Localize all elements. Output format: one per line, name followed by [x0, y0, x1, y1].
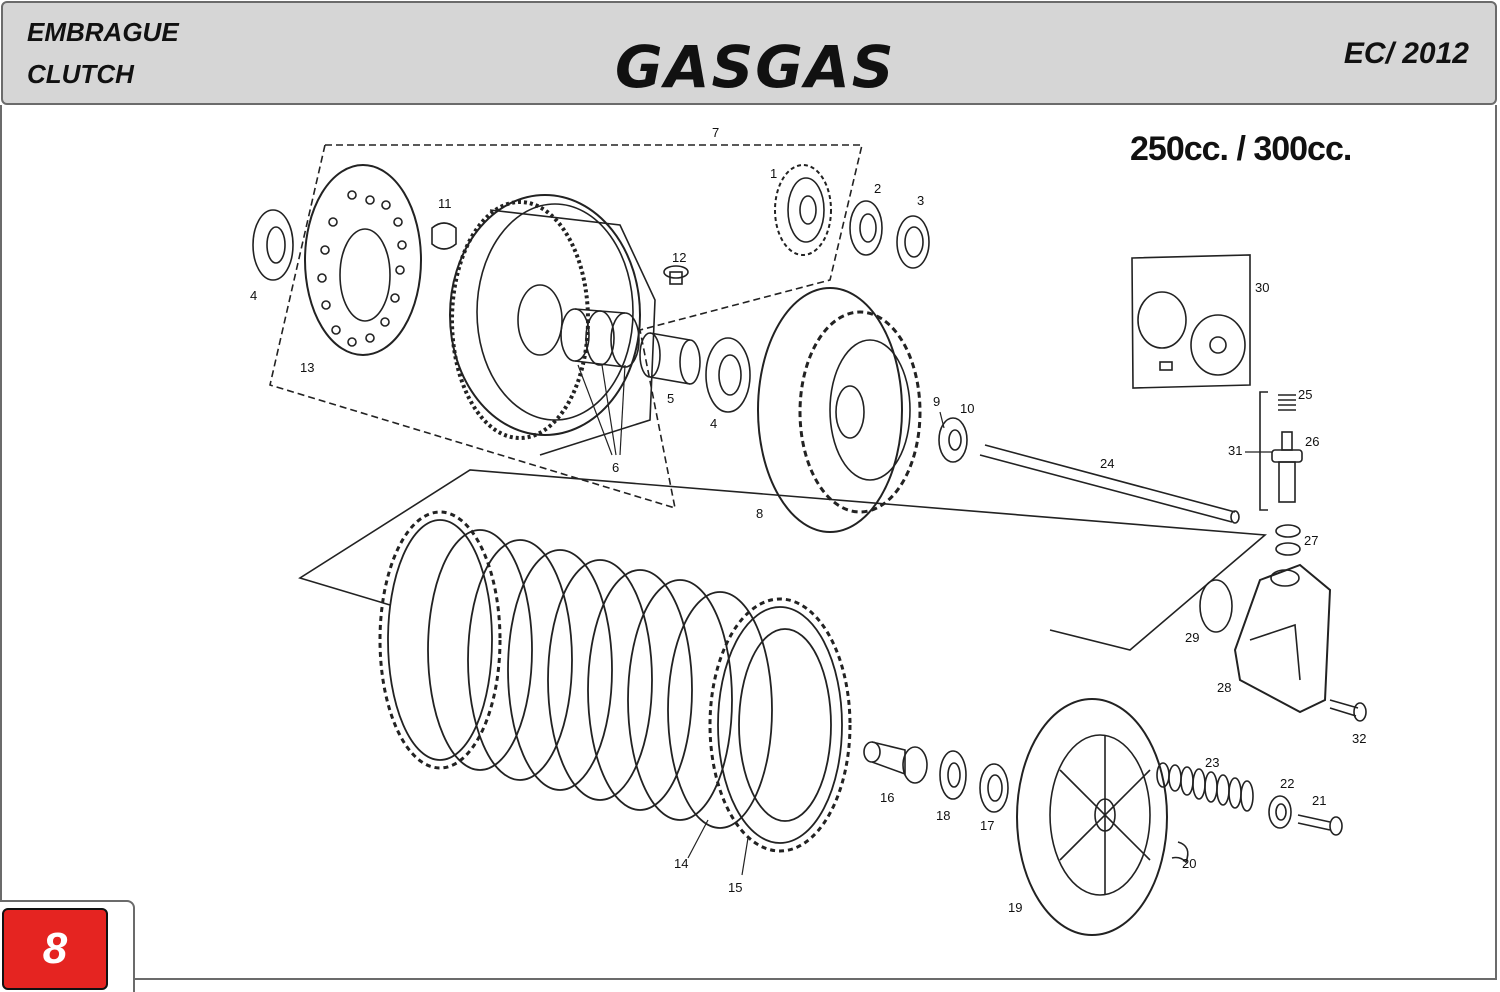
callout-10: 10 — [960, 401, 974, 416]
spacer-5 — [639, 332, 701, 385]
spring-25 — [1278, 394, 1296, 411]
callout-labels: 7 2 3 1 11 12 4 13 5 4 6 9 10 8 24 30 25… — [250, 125, 1366, 915]
callout-13: 13 — [300, 360, 314, 375]
sleeve-16 — [863, 741, 928, 784]
circlip-20 — [1171, 841, 1189, 864]
washer-22 — [1268, 795, 1292, 829]
diagram-panel — [0, 105, 1497, 980]
washer-2 — [849, 200, 883, 256]
disc-13-holes — [317, 190, 407, 347]
callout-12: 12 — [672, 250, 686, 265]
callout-5: 5 — [667, 391, 674, 406]
nut-10 — [938, 417, 968, 463]
bolt-21 — [1297, 814, 1343, 836]
model-label: EC/ 2012 — [1343, 37, 1469, 70]
callout-9: 9 — [933, 394, 940, 409]
callout-4-left: 4 — [250, 288, 257, 303]
seal-kit-30 — [1131, 254, 1251, 389]
washer-17 — [979, 763, 1009, 813]
callout-22: 22 — [1280, 776, 1294, 791]
clutch-plates-14-15 — [387, 519, 843, 844]
callout-16: 16 — [880, 790, 894, 805]
callout-27: 27 — [1304, 533, 1318, 548]
bolt-32 — [1329, 699, 1367, 722]
page-number-badge: 8 — [2, 908, 108, 990]
callout-21: 21 — [1312, 793, 1326, 808]
callout-11: 11 — [438, 196, 452, 211]
washer-4-right — [705, 337, 751, 413]
bottom-border — [134, 978, 1497, 980]
bracket-31 — [1259, 391, 1268, 511]
callout-32: 32 — [1352, 731, 1366, 746]
leader-lines — [577, 364, 1272, 876]
needle-bearing-6 — [560, 308, 640, 368]
callout-15: 15 — [728, 880, 742, 895]
callout-23: 23 — [1205, 755, 1219, 770]
callout-3: 3 — [917, 193, 924, 208]
clip-11 — [431, 222, 457, 250]
oring-29 — [1199, 579, 1233, 633]
group-outline-plates — [298, 469, 1267, 651]
header-bar: EMBRAGUE CLUTCH GASGAS EC/ 2012 — [1, 1, 1497, 105]
callout-20: 20 — [1182, 856, 1196, 871]
callout-2: 2 — [874, 181, 881, 196]
slave-cylinder-28 — [1233, 563, 1332, 714]
callout-31: 31 — [1228, 443, 1242, 458]
washer-4-left — [252, 209, 294, 281]
callout-6: 6 — [612, 460, 619, 475]
callout-28: 28 — [1217, 680, 1231, 695]
callout-24: 24 — [1100, 456, 1114, 471]
bearing-3 — [896, 215, 930, 269]
bleed-screw-26 — [1271, 431, 1303, 503]
pin-12 — [663, 265, 689, 285]
callout-26: 26 — [1305, 434, 1319, 449]
brand-logo: GASGAS — [615, 33, 896, 101]
oring-27a — [1275, 524, 1301, 538]
basket-teeth — [450, 200, 590, 440]
springs-23 — [1156, 762, 1254, 812]
inner-hub-8 — [757, 287, 922, 533]
callout-1: 1 — [770, 166, 777, 181]
pressure-plate-19 — [1016, 698, 1168, 936]
section-title-en: CLUTCH — [27, 59, 134, 89]
section-title-es: EMBRAGUE — [27, 17, 179, 47]
callout-14: 14 — [674, 856, 688, 871]
callout-17: 17 — [980, 818, 994, 833]
callout-29: 29 — [1185, 630, 1199, 645]
callout-4-right: 4 — [710, 416, 717, 431]
group-outline-7 — [269, 144, 864, 510]
engine-size-label: 250cc. / 300cc. — [1130, 130, 1352, 168]
oring-27b — [1275, 542, 1301, 556]
callout-25: 25 — [1298, 387, 1312, 402]
pushrod-24 — [979, 444, 1240, 524]
disc-13 — [304, 164, 422, 356]
callout-19: 19 — [1008, 900, 1022, 915]
callout-8: 8 — [756, 506, 763, 521]
callout-30: 30 — [1255, 280, 1269, 295]
callout-18: 18 — [936, 808, 950, 823]
callout-7: 7 — [712, 125, 719, 140]
bearing-18 — [939, 750, 967, 800]
clutch-basket — [449, 194, 641, 436]
gear-1 — [774, 164, 832, 256]
